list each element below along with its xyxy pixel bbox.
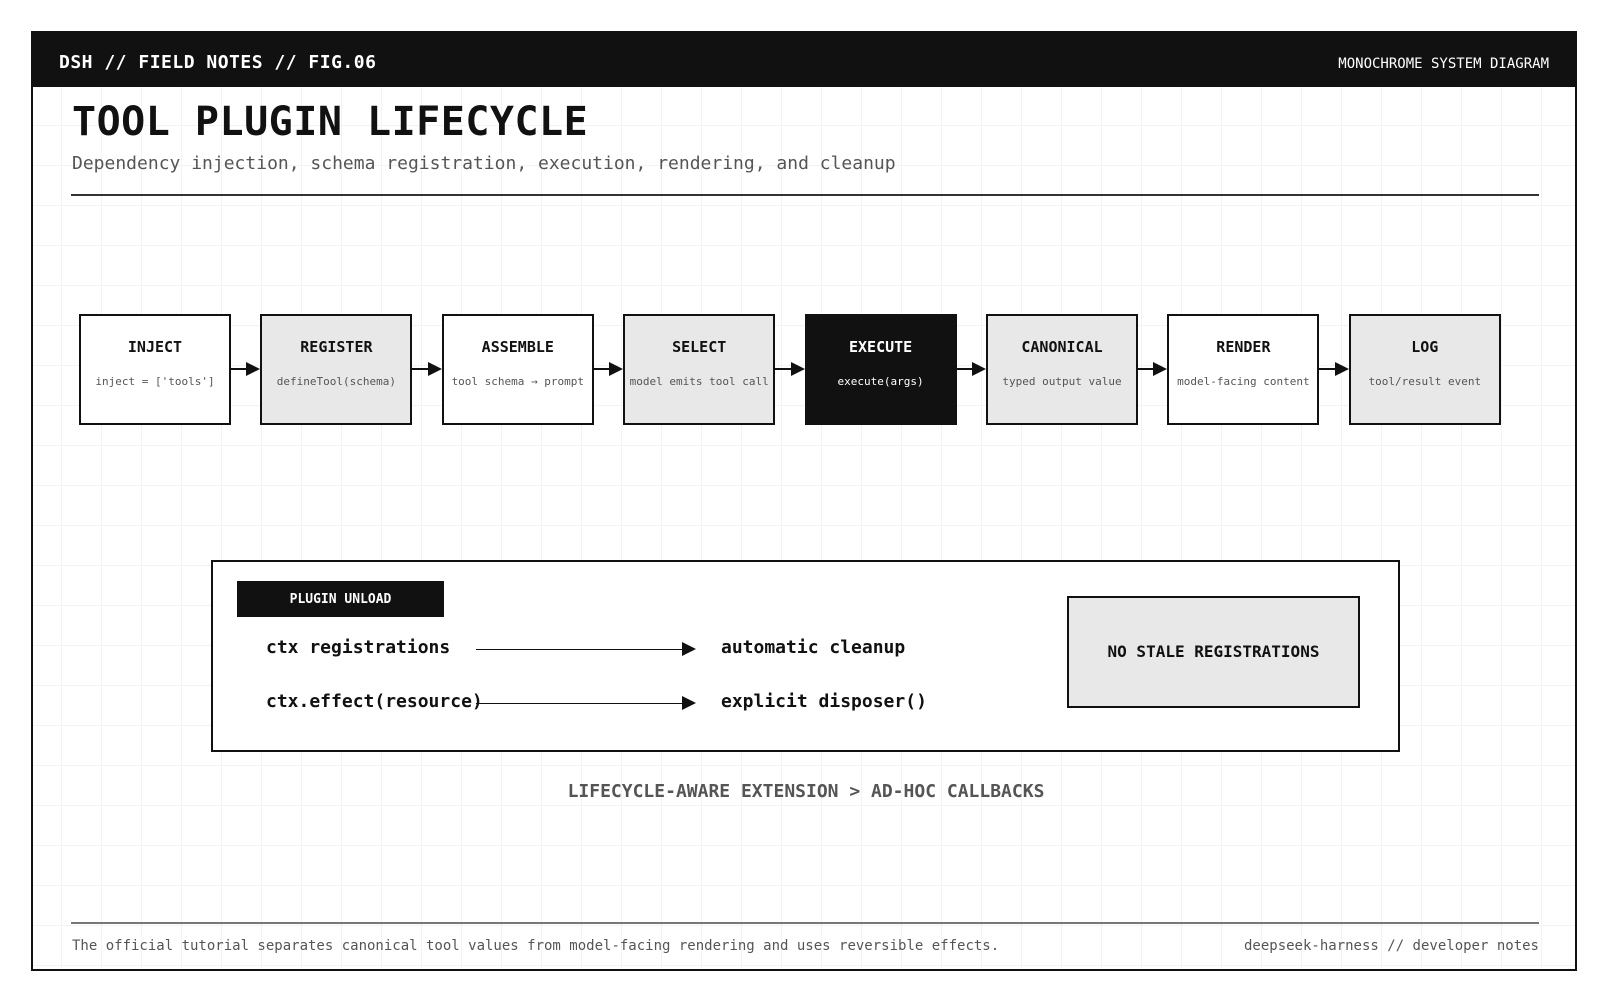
stage-detail: model emits tool call bbox=[629, 375, 769, 388]
stage-name: SELECT bbox=[672, 338, 727, 356]
diagram-frame: DSH // FIELD NOTES // FIG.06 MONOCHROME … bbox=[31, 31, 1577, 971]
stage-name: RENDER bbox=[1216, 338, 1271, 356]
plugin-unload-badge: PLUGIN UNLOAD bbox=[237, 581, 444, 617]
stage-detail: typed output value bbox=[1002, 375, 1122, 388]
stage-name: LOG bbox=[1411, 338, 1439, 356]
no-stale-registrations-box: NO STALE REGISTRATIONS bbox=[1067, 596, 1360, 708]
stage-execute: EXECUTE execute(args) bbox=[804, 314, 957, 425]
flow-arrow bbox=[593, 362, 624, 376]
title-divider bbox=[71, 194, 1539, 196]
header-label: DSH // FIELD NOTES // FIG.06 bbox=[59, 52, 377, 73]
tagline: LIFECYCLE-AWARE EXTENSION > AD-HOC CALLB… bbox=[567, 781, 1045, 802]
page-subtitle: Dependency injection, schema registratio… bbox=[72, 153, 896, 174]
mapping-target: explicit disposer() bbox=[721, 691, 927, 712]
stage-name: REGISTER bbox=[300, 338, 373, 356]
stage-name: ASSEMBLE bbox=[481, 338, 554, 356]
stage-name: CANONICAL bbox=[1021, 338, 1103, 356]
page-title: TOOL PLUGIN LIFECYCLE bbox=[72, 99, 589, 145]
stage-inject: INJECT inject = ['tools'] bbox=[79, 314, 231, 425]
header-tag: MONOCHROME SYSTEM DIAGRAM bbox=[1338, 56, 1549, 72]
footer-divider bbox=[71, 922, 1539, 924]
footer-credit: deepseek-harness // developer notes bbox=[1243, 938, 1539, 954]
stage-name: EXECUTE bbox=[848, 338, 913, 356]
header-bar: DSH // FIELD NOTES // FIG.06 MONOCHROME … bbox=[33, 33, 1575, 87]
flow-arrow bbox=[1138, 362, 1168, 376]
stage-log: LOG tool/result event bbox=[1348, 314, 1501, 425]
mapping-target: automatic cleanup bbox=[721, 637, 906, 658]
flow-arrow bbox=[231, 362, 261, 376]
stage-detail: tool/result event bbox=[1368, 375, 1482, 388]
stage-detail: inject = ['tools'] bbox=[95, 375, 215, 388]
footer-note: The official tutorial separates canonica… bbox=[72, 938, 1000, 954]
flow-arrow bbox=[956, 362, 987, 376]
stage-name: INJECT bbox=[127, 338, 183, 356]
flow-arrow bbox=[775, 362, 806, 376]
stage-assemble: ASSEMBLE tool schema → prompt bbox=[441, 314, 594, 425]
mapping-arrow bbox=[476, 696, 696, 710]
stage-detail: model-facing content bbox=[1177, 375, 1310, 388]
flow-arrow bbox=[1319, 362, 1350, 376]
stage-register: REGISTER defineTool(schema) bbox=[260, 314, 413, 425]
plugin-unload-panel: PLUGIN UNLOAD ctx registrations automati… bbox=[211, 560, 1400, 752]
stage-canonical: CANONICAL typed output value bbox=[986, 314, 1138, 425]
stage-detail: execute(args) bbox=[837, 375, 924, 388]
mapping-source: ctx.effect(resource) bbox=[266, 691, 483, 712]
mapping-arrow bbox=[476, 642, 696, 656]
stage-detail: defineTool(schema) bbox=[276, 375, 396, 388]
stage-select: SELECT model emits tool call bbox=[623, 314, 776, 425]
stage-render: RENDER model-facing content bbox=[1167, 314, 1320, 425]
flow-arrow bbox=[412, 362, 443, 376]
stage-detail: tool schema → prompt bbox=[451, 375, 585, 388]
mapping-source: ctx registrations bbox=[266, 637, 451, 658]
